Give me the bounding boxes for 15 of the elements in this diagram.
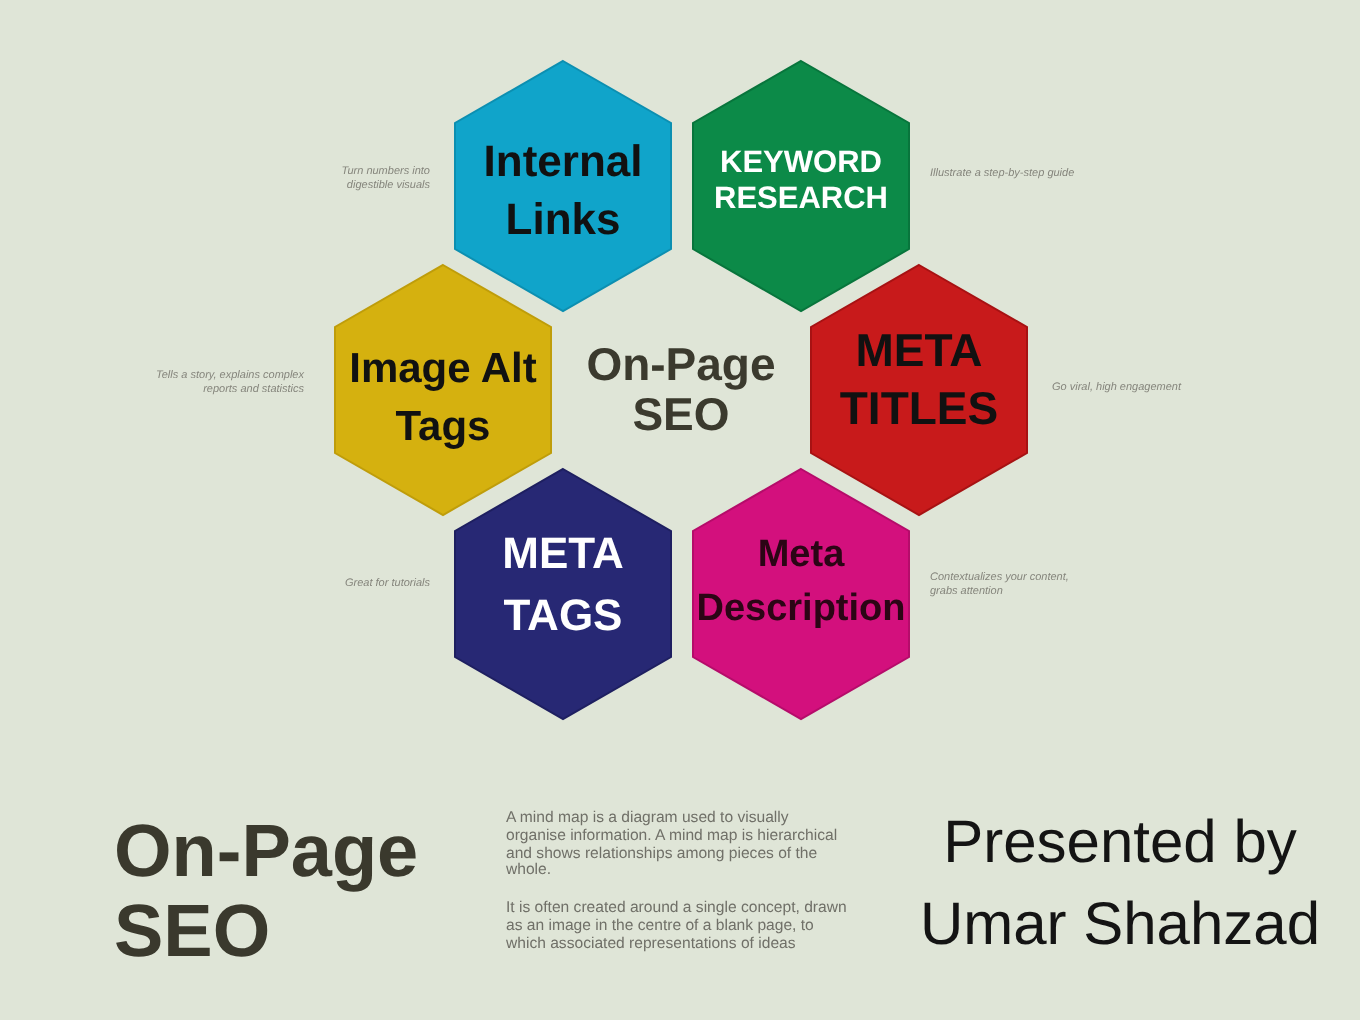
hexagon [454,467,672,719]
hexagon-label: META TITLES [837,321,1001,438]
hexagon [692,59,910,311]
center-label: On-Page SEO [584,339,778,439]
hexagon [810,264,1028,516]
author-credit: Presented by Umar Shahzad [917,808,1323,962]
hexagon [334,264,552,516]
hexagon-label: Image Alt Tags [347,343,539,453]
hexagon [454,59,672,311]
title: On-Page SEO [114,812,421,972]
hexagon [692,467,910,719]
hexagon-label: KEYWORD RESEARCH [712,145,890,217]
hexagon-label: Meta Description [694,531,908,633]
hexagon-label: Internal Links [481,133,645,247]
hexagon-label: META TAGS [500,526,626,644]
